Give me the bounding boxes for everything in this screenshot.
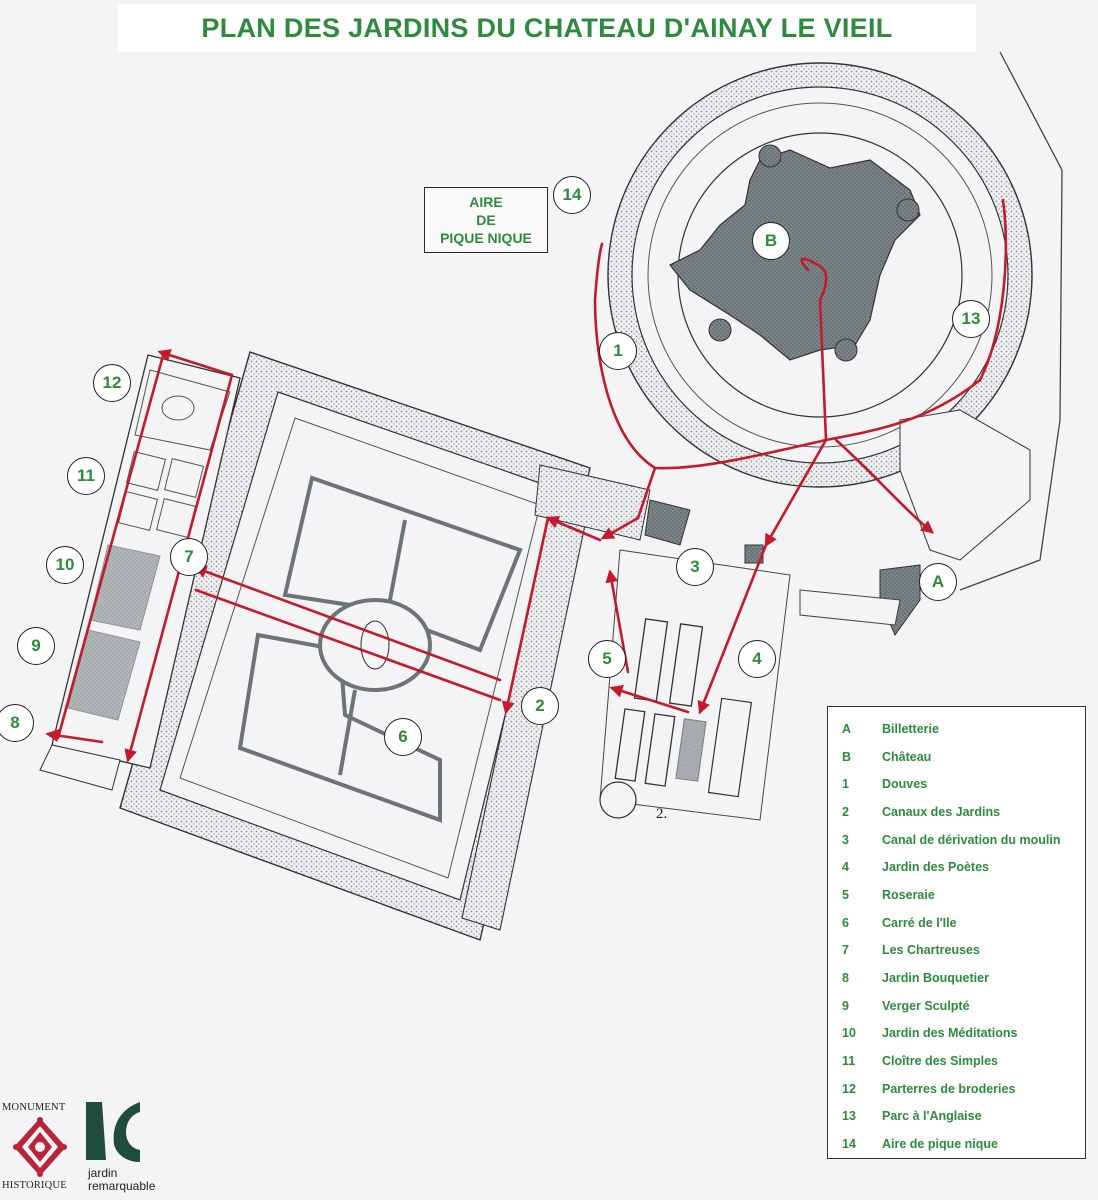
legend-key: A (842, 721, 852, 736)
marker-7[interactable]: 7 (170, 538, 208, 576)
legend-label: Parterres de broderies (882, 1081, 1016, 1096)
legend-row: 14 Aire de pique nique (828, 1130, 1085, 1158)
legend-key: 3 (842, 832, 849, 847)
poets-and-rose-gardens (599, 499, 791, 821)
legend-key: 2 (842, 804, 849, 819)
legend-key: 4 (842, 860, 849, 875)
marker-9[interactable]: 9 (17, 627, 55, 665)
picnic-line2: DE (476, 212, 496, 228)
legend-label: Canal de dérivation du moulin (882, 832, 1061, 847)
jardin-remarquable-logo: jardin remarquable (80, 1100, 160, 1193)
marker-a[interactable]: A (919, 563, 957, 601)
legend-row: 5 Roseraie (828, 881, 1085, 909)
legend-label: Jardin des Poètes (882, 860, 989, 875)
monument-historique-logo: MONUMENT HISTORIQUE (2, 1102, 76, 1194)
legend-label: Les Chartreuses (882, 943, 980, 958)
legend-row: 4 Jardin des Poètes (828, 853, 1085, 881)
left-garden-strip (39, 354, 241, 791)
legend-label: Billetterie (882, 721, 939, 736)
legend-label: Aire de pique nique (882, 1137, 998, 1152)
marker-13[interactable]: 13 (952, 300, 990, 338)
marker-14[interactable]: 14 (553, 176, 591, 214)
legend-row: 6 Carré de l'Ile (828, 909, 1085, 937)
legend-row: 11 Cloître des Simples (828, 1047, 1085, 1075)
monument-emblem-icon (13, 1117, 67, 1177)
marker-6[interactable]: 6 (384, 718, 422, 756)
legend-label: Cloître des Simples (882, 1054, 999, 1069)
plate-label: 2. (656, 806, 667, 822)
marker-b[interactable]: B (752, 222, 790, 260)
page-title-banner: PLAN DES JARDINS DU CHATEAU D'AINAY LE V… (118, 4, 976, 52)
marker-11[interactable]: 11 (67, 457, 105, 495)
legend-row: 13 Parc à l'Anglaise (828, 1103, 1085, 1131)
picnic-line3: PIQUE NIQUE (440, 230, 532, 246)
picnic-line1: AIRE (469, 194, 503, 210)
marker-5[interactable]: 5 (588, 640, 626, 678)
estate-boundary (959, 51, 1063, 591)
legend-label: Parc à l'Anglaise (882, 1109, 982, 1124)
legend-key: 7 (842, 943, 849, 958)
marker-10[interactable]: 10 (46, 546, 84, 584)
legend-row: 12 Parterres de broderies (828, 1075, 1085, 1103)
page-title: PLAN DES JARDINS DU CHATEAU D'AINAY LE V… (201, 12, 893, 43)
legend-label: Jardin des Méditations (882, 1026, 1018, 1041)
legend-key: 14 (842, 1137, 856, 1152)
legend-label: Jardin Bouquetier (882, 971, 989, 986)
legend-label: Roseraie (882, 887, 935, 902)
jardin-emblem-icon (86, 1102, 140, 1162)
monument-logo-text-bottom: HISTORIQUE (2, 1180, 67, 1191)
chateau-building (669, 149, 921, 361)
outbuilding (899, 409, 1031, 561)
legend-row: 7 Les Chartreuses (828, 937, 1085, 965)
jardin-logo-text-top: jardin (88, 1166, 118, 1180)
legend-key: 10 (842, 1026, 856, 1041)
marker-12[interactable]: 12 (93, 364, 131, 402)
legend-key: 6 (842, 915, 849, 930)
marker-4[interactable]: 4 (738, 640, 776, 678)
legend-row: 10 Jardin des Méditations (828, 1020, 1085, 1048)
marker-3[interactable]: 3 (676, 548, 714, 586)
legend-label: Verger Sculpté (882, 998, 970, 1013)
legend-row: 1 Douves (828, 770, 1085, 798)
legend-key: 11 (842, 1054, 856, 1069)
legend-key: B (842, 749, 852, 764)
legend-row: 8 Jardin Bouquetier (828, 964, 1085, 992)
legend-key: 5 (842, 887, 849, 902)
legend-row: B Château (828, 743, 1085, 771)
legend-row: 2 Canaux des Jardins (828, 798, 1085, 826)
legend-key: 8 (842, 971, 849, 986)
picnic-area-box: AIRE DE PIQUE NIQUE (424, 187, 548, 253)
legend-label: Château (882, 749, 932, 764)
marker-8[interactable]: 8 (0, 704, 34, 742)
jardin-logo-text-bottom: remarquable (88, 1179, 156, 1193)
carre-de-l-ile (119, 351, 591, 941)
legend-row: 9 Verger Sculpté (828, 992, 1085, 1020)
legend-label: Douves (882, 777, 928, 792)
legend-row: A Billetterie (828, 715, 1085, 743)
legend-label: Canaux des Jardins (882, 804, 1001, 819)
marker-2[interactable]: 2 (521, 687, 559, 725)
legend-key: 12 (842, 1081, 856, 1096)
legend-key: 13 (842, 1109, 856, 1124)
monument-logo-text-top: MONUMENT (2, 1102, 66, 1113)
marker-1[interactable]: 1 (599, 332, 637, 370)
legend-key: 9 (842, 998, 849, 1013)
legend-label: Carré de l'Ile (882, 915, 957, 930)
legend-row: 3 Canal de dérivation du moulin (828, 826, 1085, 854)
legend-key: 1 (842, 777, 849, 792)
